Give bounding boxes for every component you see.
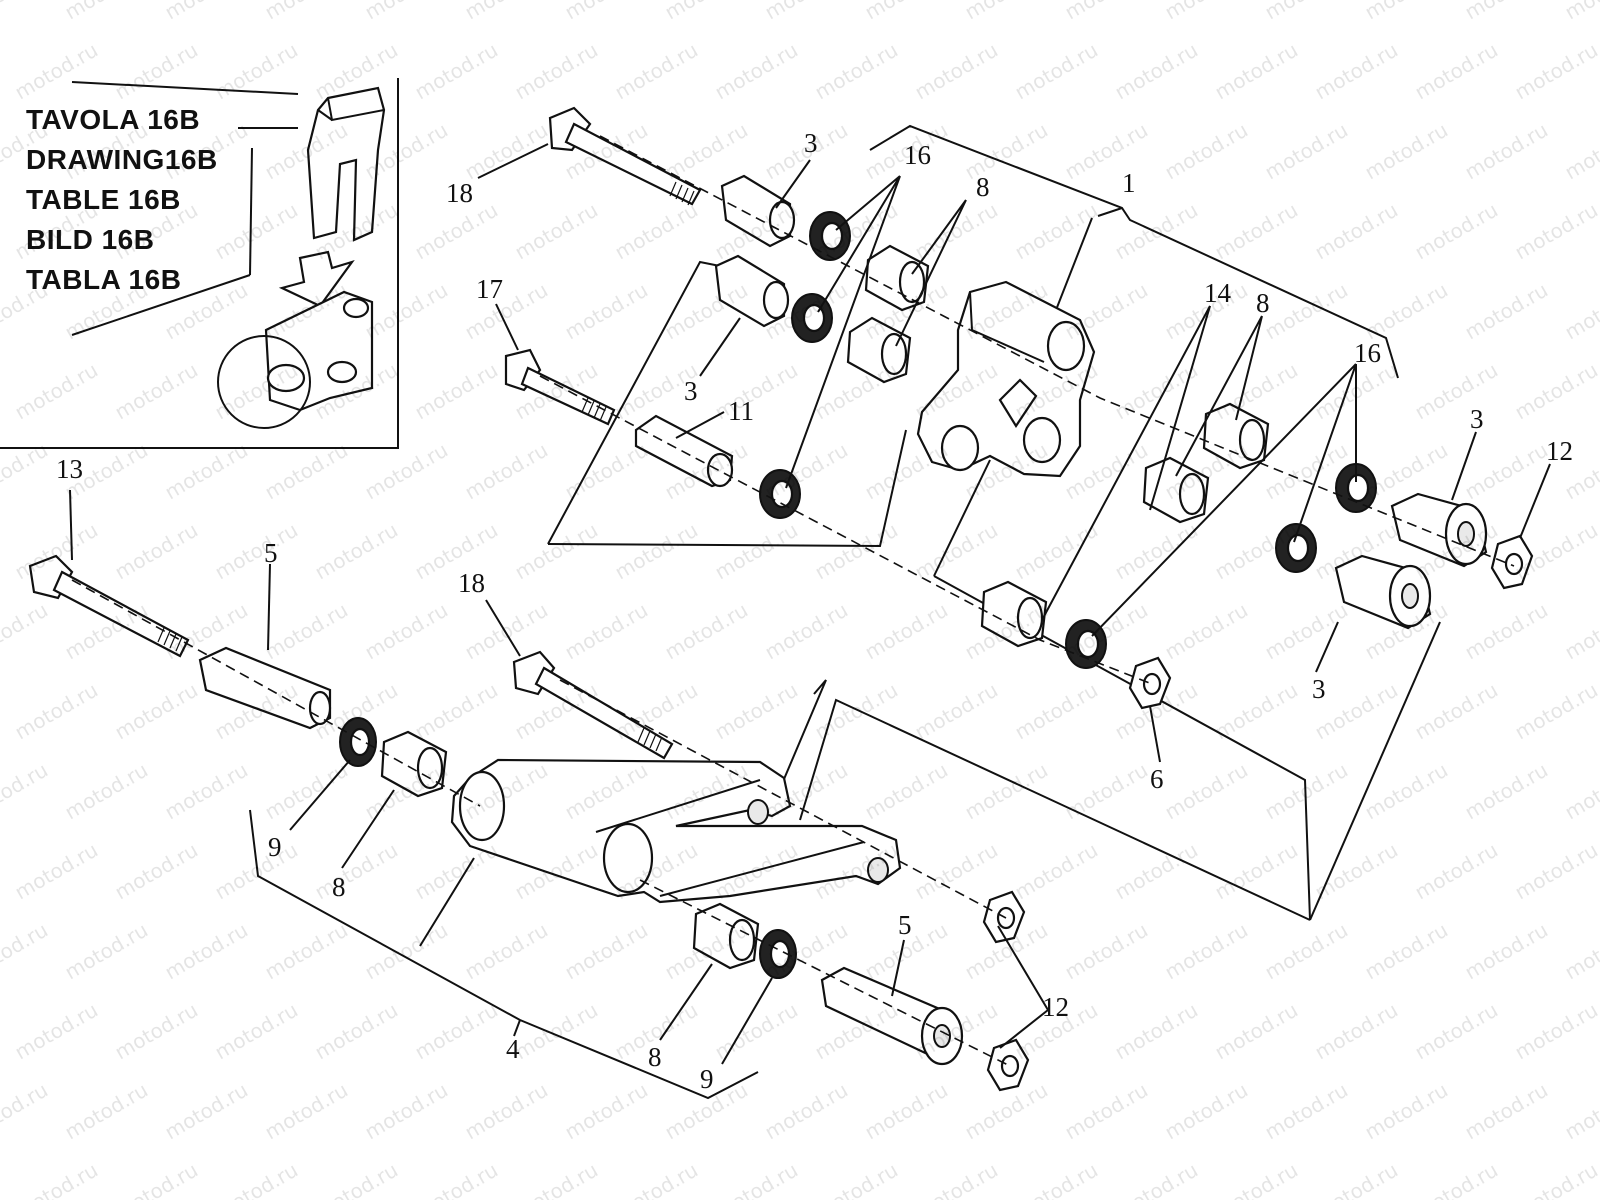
rocker-icon xyxy=(916,280,1096,478)
bushing-icon xyxy=(714,254,790,328)
callout-3-right: 3 xyxy=(1470,404,1484,434)
callout-14: 14 xyxy=(1204,278,1232,308)
seal-icon xyxy=(1335,463,1377,513)
bearing-icon xyxy=(1142,456,1210,524)
callout-8-right: 8 xyxy=(1256,288,1270,318)
callout-6: 6 xyxy=(1150,764,1164,794)
seal-icon xyxy=(759,929,797,979)
bushing-icon xyxy=(198,646,332,730)
bushing-icon xyxy=(820,966,964,1066)
seal-icon xyxy=(809,211,851,261)
callout-8-bottom: 8 xyxy=(648,1042,662,1072)
callout-16-top: 16 xyxy=(904,140,931,170)
callout-13: 13 xyxy=(56,454,83,484)
callout-labels: 18 3 16 8 1 17 3 11 14 8 16 3 12 3 6 13 … xyxy=(56,128,1573,1094)
bolt-icon xyxy=(548,106,702,206)
nut-icon xyxy=(1490,534,1534,590)
nut-icon xyxy=(1128,656,1172,710)
callout-9-bottom: 9 xyxy=(700,1064,714,1094)
bearing-icon xyxy=(380,730,448,798)
bracket-group-4 xyxy=(249,679,1311,1100)
callout-17: 17 xyxy=(476,274,503,304)
callout-3-mid: 3 xyxy=(684,376,698,406)
legend-row-tavola: TAVOLA 16B xyxy=(26,104,201,135)
bearing-icon xyxy=(846,316,912,384)
callout-3-top: 3 xyxy=(804,128,818,158)
callout-12-right: 12 xyxy=(1546,436,1573,466)
nut-icon xyxy=(986,1038,1030,1092)
bearing-icon xyxy=(980,580,1048,648)
bolt-icon xyxy=(28,554,190,658)
bolt-icon xyxy=(512,650,674,760)
callout-4: 4 xyxy=(506,1034,520,1064)
callout-1: 1 xyxy=(1122,168,1136,198)
callout-5-left: 5 xyxy=(264,538,278,568)
seal-icon xyxy=(791,293,833,343)
legend-row-bild: BILD 16B xyxy=(26,224,155,255)
callout-8-left: 8 xyxy=(332,872,346,902)
bushing-icon xyxy=(1390,492,1488,568)
arrow-icon xyxy=(278,250,355,308)
seal-icon xyxy=(339,717,377,767)
bolt-icon xyxy=(504,348,616,426)
legend-row-drawing: DRAWING16B xyxy=(26,144,218,175)
callout-leaders xyxy=(69,143,1551,1065)
callout-5-bottom: 5 xyxy=(898,910,912,940)
callout-18-lower: 18 xyxy=(458,568,485,598)
bushing-icon xyxy=(720,174,796,248)
linkage-icon xyxy=(450,758,902,904)
seal-icon xyxy=(759,469,801,519)
bushing-icon xyxy=(634,414,734,488)
bracket-group-1 xyxy=(547,124,1441,921)
legend-row-tabla: TABLA 16B xyxy=(26,264,182,295)
bearing-icon xyxy=(1202,402,1270,470)
legend-row-table: TABLE 16B xyxy=(26,184,181,215)
callout-3-lower: 3 xyxy=(1312,674,1326,704)
fork-bracket-icon xyxy=(306,86,386,242)
callout-9-left: 9 xyxy=(268,832,282,862)
bearing-icon xyxy=(864,244,930,312)
inset-rocker-icon xyxy=(217,290,374,429)
bushing-icon xyxy=(1334,554,1432,630)
callout-12-bottom: 12 xyxy=(1042,992,1069,1022)
callout-8-top: 8 xyxy=(976,172,990,202)
callout-18-top: 18 xyxy=(446,178,473,208)
bearing-icon xyxy=(692,902,760,970)
seal-icon xyxy=(1275,523,1317,573)
callout-16-right: 16 xyxy=(1354,338,1381,368)
callout-11: 11 xyxy=(728,396,754,426)
inset-frame xyxy=(0,78,399,449)
assembly-axes xyxy=(71,135,1515,1067)
